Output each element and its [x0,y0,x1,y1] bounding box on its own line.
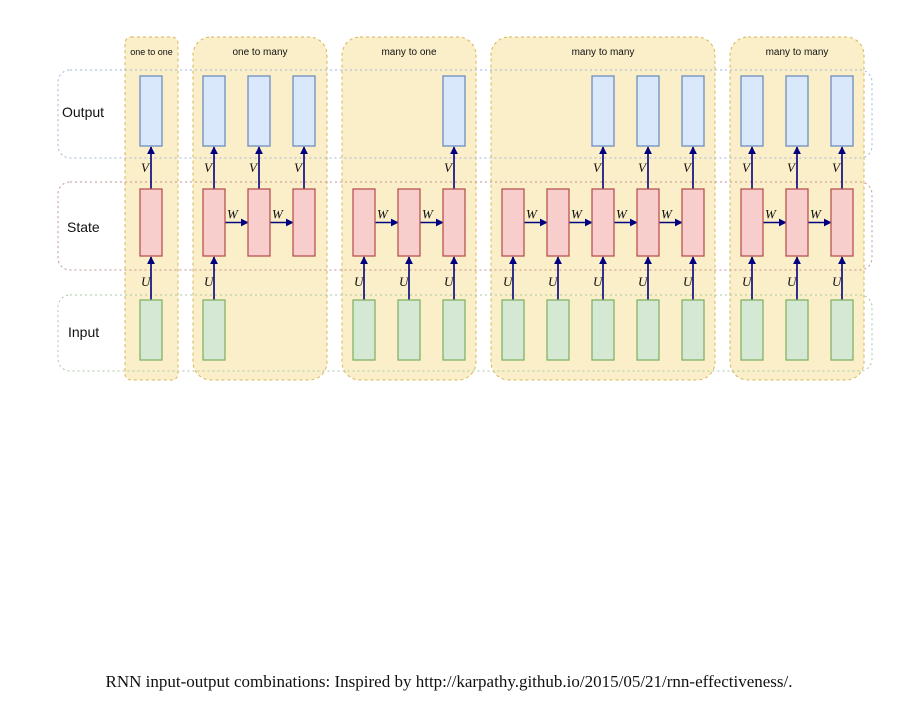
state-node [636,188,660,257]
edge-label-v: V [249,160,259,175]
input-node [785,299,809,361]
node-layer [139,75,854,361]
state-node [830,188,854,257]
state-node [740,188,764,257]
edge-label-u: U [141,274,152,289]
input-node [397,299,421,361]
state-node [139,188,163,257]
edge-label-u: U [354,274,365,289]
state-node [247,188,271,257]
row-label-state: State [67,219,100,235]
edge-label-u: U [683,274,694,289]
input-node [636,299,660,361]
panel-title: one to one [130,47,173,57]
panel-title: many to many [766,47,829,58]
edge-label-u: U [503,274,514,289]
edge-label-u: U [593,274,604,289]
input-node [740,299,764,361]
edge-label-u: U [399,274,410,289]
input-node [830,299,854,361]
input-node [352,299,376,361]
input-node [546,299,570,361]
panel-title: many to one [381,47,436,58]
row-label-input: Input [68,324,99,340]
edge-label-u: U [204,274,215,289]
edge-label-v: V [638,160,648,175]
edge-label-w: W [377,207,389,222]
input-node [501,299,525,361]
output-node [636,75,660,147]
row-band-state [57,181,873,271]
edge-label-w: W [526,207,538,222]
figure-caption: RNN input-output combinations: Inspired … [105,672,793,691]
output-node [292,75,316,147]
edge-label-w: W [272,207,284,222]
input-node [139,299,163,361]
edge-label-v: V [832,160,842,175]
state-node [397,188,421,257]
output-node [591,75,615,147]
panel-title: many to many [572,47,635,58]
edge-label-u: U [742,274,753,289]
state-node [352,188,376,257]
state-node [202,188,226,257]
output-node [202,75,226,147]
edge-label-u: U [832,274,843,289]
row-band-layer [57,69,873,372]
input-node [681,299,705,361]
edge-label-u: U [444,274,455,289]
state-node [292,188,316,257]
output-node [681,75,705,147]
output-node [442,75,466,147]
output-node [139,75,163,147]
input-node [202,299,226,361]
edge-label-w: W [616,207,628,222]
edge-label-u: U [787,274,798,289]
edge-label-v: V [444,160,454,175]
edge-label-w: W [422,207,434,222]
output-node [785,75,809,147]
row-label-output: Output [62,104,104,120]
state-node [785,188,809,257]
edge-label-v: V [742,160,752,175]
edge-label-v: V [141,160,151,175]
panel-title: one to many [232,47,287,58]
row-band-input [57,294,873,372]
edge-label-v: V [683,160,693,175]
state-node [442,188,466,257]
output-node [830,75,854,147]
arrow-layer [147,146,846,300]
edge-label-w: W [571,207,583,222]
state-node [591,188,615,257]
edge-label-w: W [765,207,777,222]
edge-label-w: W [810,207,822,222]
edge-label-v: V [787,160,797,175]
input-node [442,299,466,361]
edge-label-w: W [661,207,673,222]
state-node [546,188,570,257]
input-node [591,299,615,361]
output-node [740,75,764,147]
output-node [247,75,271,147]
edge-label-w: W [227,207,239,222]
edge-label-u: U [638,274,649,289]
edge-label-v: V [204,160,214,175]
edge-label-u: U [548,274,559,289]
state-node [501,188,525,257]
state-node [681,188,705,257]
row-band-output [57,69,873,159]
edge-label-v: V [294,160,304,175]
edge-label-v: V [593,160,603,175]
